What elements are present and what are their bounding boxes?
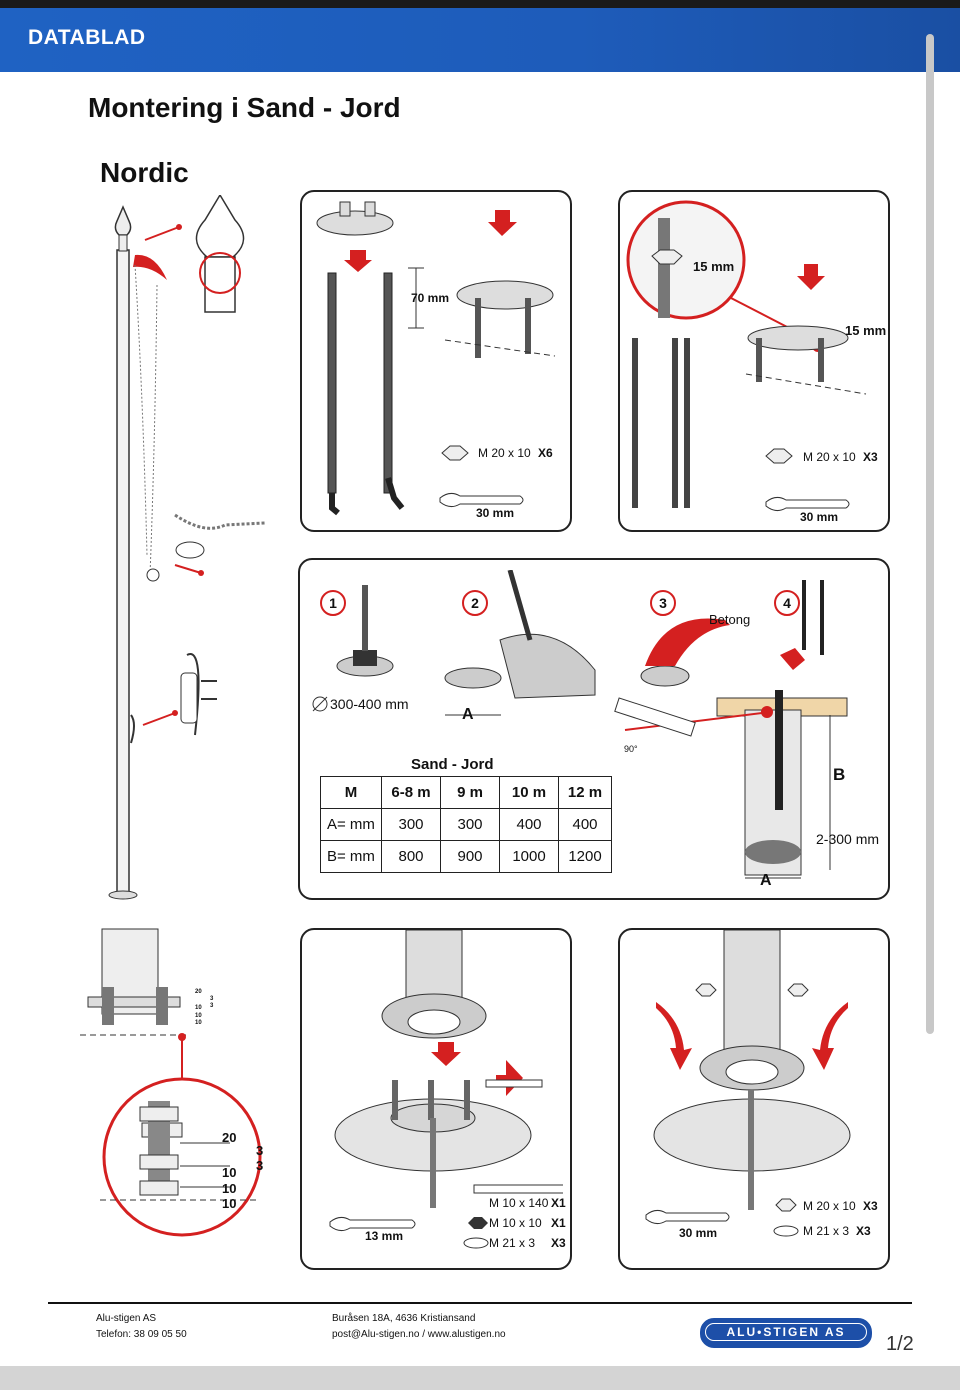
table-cell: 400: [558, 808, 612, 841]
nut-gap-label: 15 mm: [845, 323, 887, 338]
hole-diameter-label: 300-400 mm: [330, 696, 409, 712]
logo-text: ALU•STIGEN AS: [705, 1323, 867, 1341]
small-dim-3: 3: [210, 996, 214, 1002]
footer-address: Buråsen 18A, 4636 Kristiansand: [332, 1313, 476, 1324]
table-header: 9 m: [440, 776, 500, 809]
wrench-size-label: 30 mm: [800, 510, 839, 524]
scrollbar[interactable]: [926, 34, 934, 1034]
detail-dim-3: 3: [256, 1158, 264, 1173]
nut-height-label: 15 mm: [693, 259, 735, 274]
dimension-table: M 6-8 m 9 m 10 m 12 m A= mm 300 300 400 …: [320, 776, 612, 873]
panel-anchor-assembly: [300, 190, 572, 532]
table-cell: 900: [440, 840, 500, 873]
bottom-bar: [0, 1366, 960, 1390]
table-row: A= mm 300 300 400 400: [320, 808, 612, 841]
detail-dim-10: 10: [222, 1165, 237, 1180]
table-row: B= mm 800 900 1000 1200: [320, 840, 612, 873]
table-header: 6-8 m: [381, 776, 441, 809]
flagpole-illustration: [108, 195, 266, 900]
small-dim-10: 10: [195, 1005, 202, 1011]
bolt-spec-label: M 10 x 140: [489, 1196, 549, 1210]
concrete-label: Betong: [709, 612, 751, 627]
rod-spacing-label: 70 mm: [411, 291, 450, 305]
page-title: Montering i Sand - Jord: [88, 92, 401, 123]
pole-fastening-illustration: [645, 930, 851, 1237]
detail-dim-3: 3: [256, 1143, 264, 1158]
footer-phone: Telefon: 38 09 05 50: [96, 1329, 187, 1340]
nut-qty-label: X1: [551, 1216, 566, 1230]
detail-dim-20: 20: [222, 1130, 237, 1145]
step-number-2: 2: [462, 590, 488, 616]
nut-spec-label: M 20 x 10: [803, 450, 856, 464]
bolt-qty-label: X1: [551, 1196, 566, 1210]
dimension-b-label: B: [833, 765, 846, 784]
header-banner: DATABLAD: [0, 8, 960, 72]
nut-qty-label: X6: [538, 446, 553, 460]
panel-nut-adjustment: [618, 190, 890, 532]
page-number: 1/2: [886, 1333, 914, 1355]
base-detail-illustration: [80, 928, 262, 1237]
washer-spec-label: M 21 x 3: [489, 1236, 536, 1250]
row-label: B= mm: [320, 840, 382, 873]
washer-qty-label: X3: [856, 1224, 871, 1238]
nut-spec-label: M 20 x 10: [803, 1199, 856, 1213]
wrench-size-label: 30 mm: [679, 1226, 718, 1240]
table-cell: 1200: [558, 840, 612, 873]
row-label: A= mm: [320, 808, 382, 841]
washer-qty-label: X3: [551, 1236, 566, 1250]
step-number-3: 3: [650, 590, 676, 616]
angle-label: 90°: [624, 744, 638, 754]
small-dim-3: 3: [210, 1003, 214, 1009]
washer-spec-label: M 21 x 3: [803, 1224, 850, 1238]
anchor-rods-illustration: [316, 201, 556, 516]
table-cell: 800: [381, 840, 441, 873]
wrench-size-label: 30 mm: [476, 506, 515, 520]
nut-adjustment-illustration: [626, 200, 867, 512]
table-header-row: M 6-8 m 9 m 10 m 12 m: [320, 776, 612, 809]
dimension-a-bottom-label: A: [760, 872, 772, 889]
nut-spec-label: M 10 x 10: [489, 1216, 542, 1230]
wrench-size-label: 13 mm: [365, 1229, 404, 1243]
nut-qty-label: X3: [863, 1199, 878, 1213]
dimension-a-label: A: [462, 706, 474, 723]
detail-dim-10: 10: [222, 1181, 237, 1196]
table-cell: 400: [499, 808, 559, 841]
table-header: M: [320, 776, 382, 809]
table-header: 12 m: [558, 776, 612, 809]
step-number-4: 4: [774, 590, 800, 616]
nut-spec-label: M 20 x 10: [478, 446, 531, 460]
company-logo: ALU•STIGEN AS: [700, 1318, 872, 1348]
table-cell: 300: [381, 808, 441, 841]
model-name: Nordic: [100, 157, 189, 188]
step-number-1: 1: [320, 590, 346, 616]
header-title: DATABLAD: [28, 26, 146, 49]
pole-mounting-illustration: [329, 930, 563, 1249]
digging-steps-illustration: [312, 570, 848, 879]
small-dim-20: 20: [195, 989, 202, 995]
footer-divider: [48, 1302, 912, 1304]
table-title: Sand - Jord: [411, 756, 494, 773]
gravel-depth-label: 2-300 mm: [816, 831, 880, 847]
footer-contact: post@Alu-stigen.no / www.alustigen.no: [332, 1329, 506, 1340]
footer-company: Alu-stigen AS: [96, 1313, 157, 1324]
nut-qty-label: X3: [863, 450, 878, 464]
small-dim-10: 10: [195, 1020, 202, 1026]
detail-dim-10: 10: [222, 1196, 237, 1211]
window-top-bar: [0, 0, 960, 8]
table-cell: 1000: [499, 840, 559, 873]
small-dim-10: 10: [195, 1013, 202, 1019]
table-cell: 300: [440, 808, 500, 841]
table-header: 10 m: [499, 776, 559, 809]
